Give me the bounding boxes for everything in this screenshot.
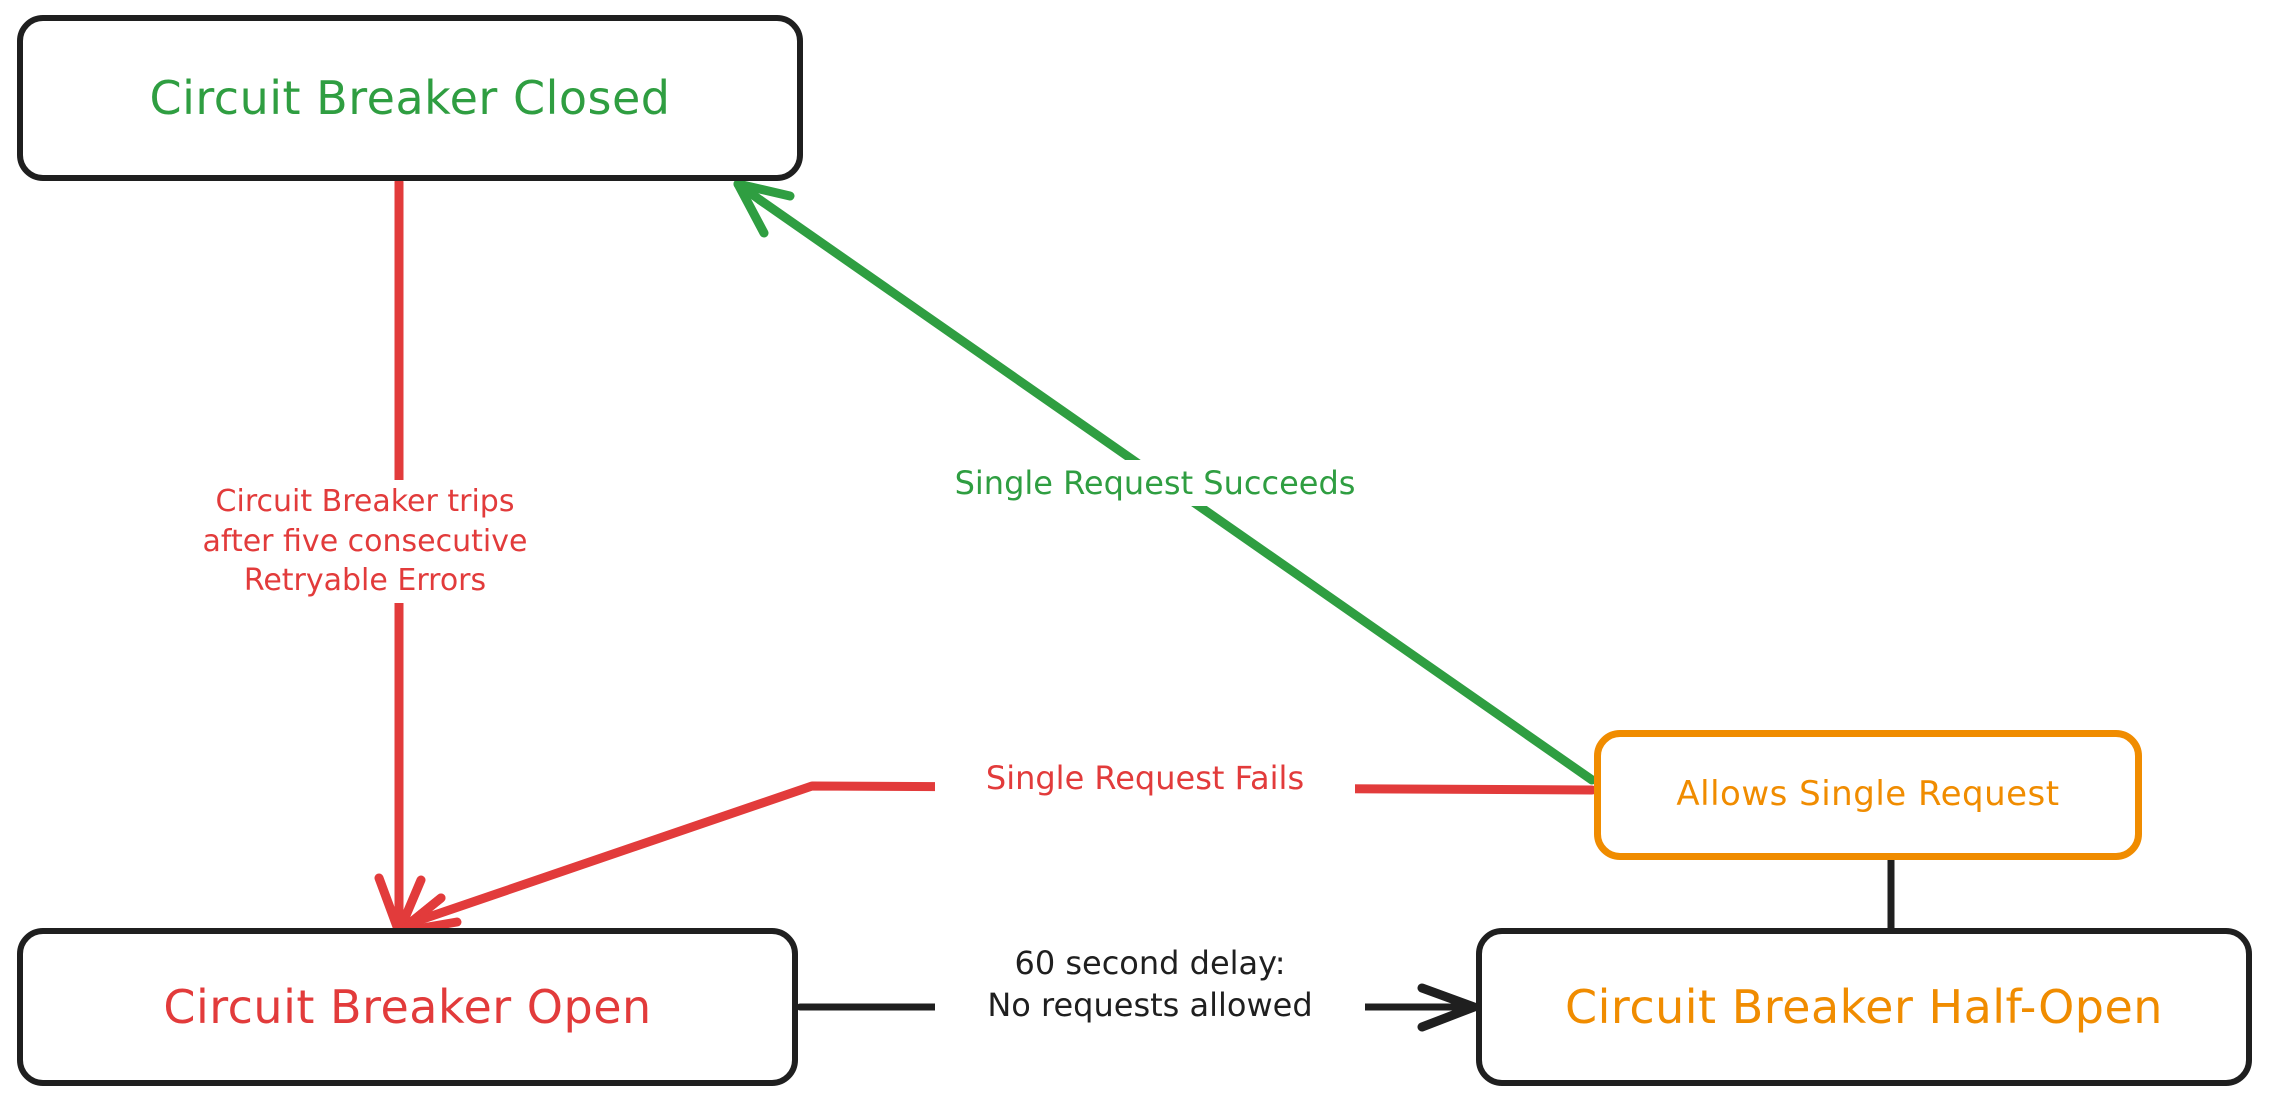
edge-allows-to-open — [394, 781, 1597, 937]
edge-label-allows-to-open: Single Request Fails — [935, 755, 1355, 802]
node-circuit-breaker-half-open[interactable]: Circuit Breaker Half-Open — [1476, 928, 2252, 1086]
node-label-allows-single-request: Allows Single Request — [1676, 774, 2060, 815]
node-label-circuit-breaker-half-open: Circuit Breaker Half-Open — [1565, 979, 2163, 1034]
edge-label-open-to-halfopen: 60 second delay: No requests allowed — [935, 940, 1365, 1029]
edge-label-allows-to-closed: Single Request Succeeds — [905, 460, 1405, 507]
node-label-circuit-breaker-open: Circuit Breaker Open — [163, 979, 652, 1034]
node-circuit-breaker-open[interactable]: Circuit Breaker Open — [17, 928, 798, 1086]
node-allows-single-request[interactable]: Allows Single Request — [1594, 730, 2142, 860]
node-label-circuit-breaker-closed: Circuit Breaker Closed — [149, 70, 671, 125]
node-circuit-breaker-closed[interactable]: Circuit Breaker Closed — [17, 15, 803, 181]
edge-label-closed-to-open: Circuit Breaker trips after five consecu… — [150, 480, 580, 603]
